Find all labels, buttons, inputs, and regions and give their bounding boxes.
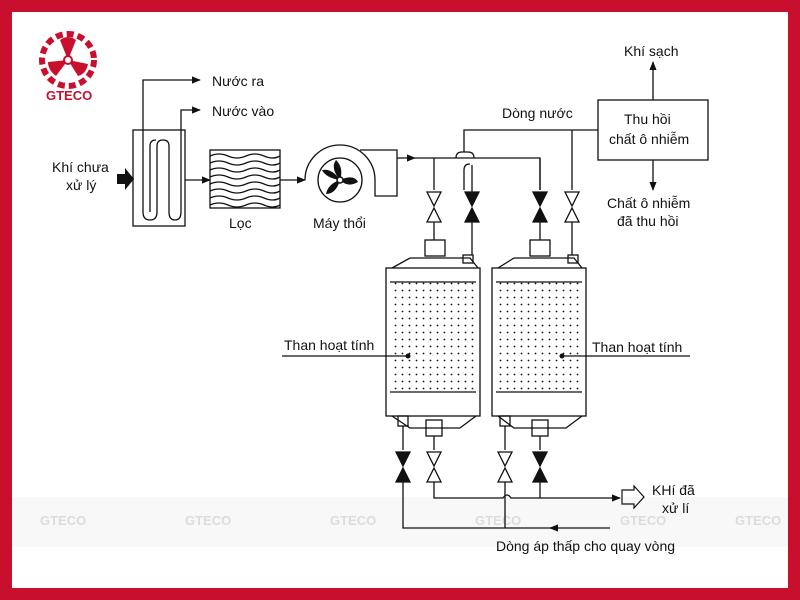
label-khi-chua-xu-ly: xử lý — [66, 177, 96, 193]
watermark-text: GTECO — [40, 513, 86, 528]
fan-icon — [322, 160, 358, 194]
label-loc: Lọc — [229, 215, 252, 231]
label-chat-o-nhiem: chất ô nhiễm — [609, 131, 689, 147]
gear-fan-logo: GTECO — [39, 31, 97, 103]
recovery-unit — [597, 99, 709, 161]
filter — [209, 149, 281, 209]
watermark-text: GTECO — [185, 513, 231, 528]
watermark-strip: GTECO GTECO GTECO GTECO GTECO GTECO — [12, 497, 788, 547]
label-khi-da-xu-li: KHí đã — [652, 482, 695, 498]
outlet-arrow-icon — [621, 484, 645, 510]
valve-closed — [531, 191, 549, 223]
label-nuoc-vao: Nước vào — [212, 103, 274, 119]
valve-open — [425, 451, 443, 483]
label-than-hoat-tinh-right: Than hoạt tính — [592, 339, 682, 355]
heat-exchanger — [132, 76, 201, 227]
valve-closed — [394, 451, 412, 483]
logo-text: GTECO — [46, 88, 92, 103]
label-thu-hoi: Thu hồi — [624, 111, 671, 127]
watermark-text: GTECO — [620, 513, 666, 528]
valve-closed — [463, 191, 481, 223]
label-chat-o-nhiem-thu-hoi: Chất ô nhiễm — [607, 195, 690, 211]
valve-open — [496, 451, 514, 483]
blower — [304, 144, 398, 203]
label-chat-o-nhiem-thu-hoi: đã thu hồi — [617, 213, 679, 229]
carbon-column-right — [491, 239, 587, 437]
inlet-arrow-icon — [117, 168, 134, 190]
label-khi-chua-xu-ly: Khí chưa — [52, 159, 109, 175]
watermark-text: GTECO — [475, 513, 521, 528]
watermark-text: GTECO — [330, 513, 376, 528]
valve-open — [425, 191, 443, 223]
label-dong-ap-thap: Dòng áp thấp cho quay vòng — [496, 538, 675, 554]
watermark-text: GTECO — [735, 513, 781, 528]
valve-closed — [531, 451, 549, 483]
valve-open — [563, 191, 581, 223]
label-than-hoat-tinh-left: Than hoạt tính — [284, 337, 374, 353]
label-khi-da-xu-li: xử lí — [662, 500, 689, 516]
label-nuoc-ra: Nước ra — [212, 73, 264, 89]
carbon-column-left — [385, 239, 481, 437]
label-may-thoi: Máy thổi — [313, 215, 366, 231]
label-dong-nuoc: Dòng nước — [502, 105, 573, 121]
label-khi-sach: Khí sạch — [624, 43, 678, 59]
